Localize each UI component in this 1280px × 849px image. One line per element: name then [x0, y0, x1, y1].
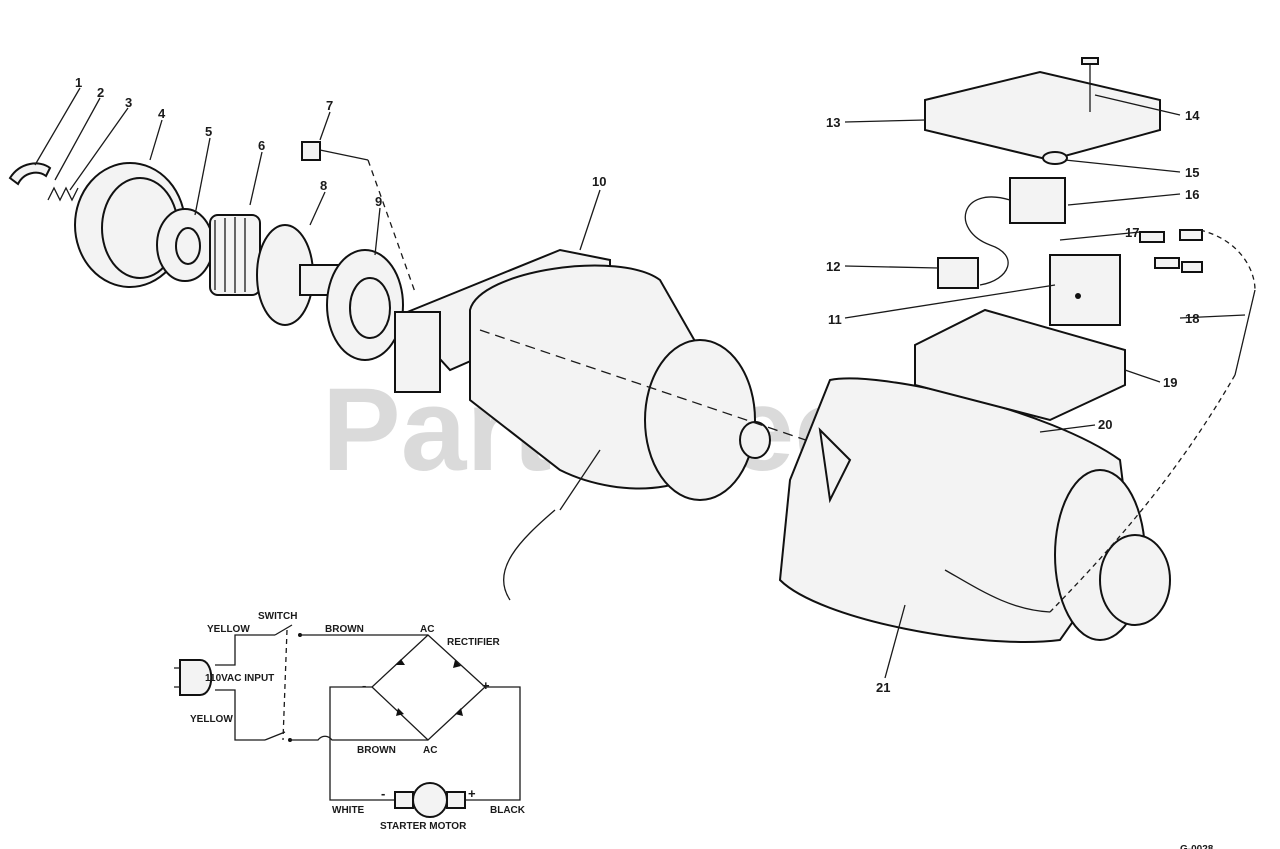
callout-13: 13 [826, 115, 840, 130]
label-rectifier-plus: + [482, 678, 490, 693]
callout-11: 11 [828, 312, 842, 327]
callout-12: 12 [826, 259, 840, 274]
label-black: BLACK [490, 805, 526, 816]
part-7-bolt[interactable] [301, 141, 416, 293]
callout-21: 21 [876, 680, 890, 695]
callout-6: 6 [258, 138, 265, 153]
callout-15: 15 [1185, 165, 1199, 180]
label-motor-minus: - [381, 786, 385, 801]
callout-10: 10 [592, 174, 606, 189]
callout-17: 17 [1125, 225, 1139, 240]
part-10-motor[interactable] [394, 248, 771, 601]
part-9-bearing[interactable] [326, 249, 404, 361]
callout-19: 19 [1163, 375, 1177, 390]
drawing-id: G-0028 [1180, 844, 1214, 849]
callout-numbers: 1 2 3 4 5 6 7 8 9 10 11 12 13 14 15 16 1… [75, 75, 1200, 695]
part-2-3-spring[interactable] [47, 186, 79, 202]
label-starter-motor: STARTER MOTOR [380, 821, 467, 832]
callout-2: 2 [97, 85, 104, 100]
label-switch: SWITCH [258, 611, 297, 622]
part-19-base[interactable] [914, 308, 1126, 422]
label-motor-plus: + [468, 786, 476, 801]
label-ac-bottom: AC [423, 745, 437, 756]
callout-7: 7 [326, 98, 333, 113]
callout-5: 5 [205, 124, 212, 139]
part-8-pinion[interactable] [256, 224, 341, 326]
callout-20: 20 [1098, 417, 1112, 432]
part-13-lid[interactable] [924, 70, 1161, 162]
label-rectifier: RECTIFIER [447, 637, 501, 648]
label-brown-bottom: BROWN [357, 745, 396, 756]
part-6-gear[interactable] [209, 214, 261, 296]
part-5-bearing[interactable] [156, 208, 214, 282]
label-rectifier-minus: - [362, 678, 366, 693]
callout-3: 3 [125, 95, 132, 110]
part-17-terminals[interactable] [1139, 229, 1203, 273]
callout-9: 9 [375, 194, 382, 209]
part-1-clip[interactable] [8, 162, 52, 186]
part-11-rectifier[interactable] [1049, 254, 1121, 326]
label-brown-top: BROWN [325, 624, 364, 635]
callout-18: 18 [1185, 311, 1199, 326]
label-yellow-bottom: YELLOW [190, 714, 233, 725]
part-16-relay[interactable] [964, 177, 1066, 286]
label-yellow-top: YELLOW [207, 624, 250, 635]
label-ac-top: AC [420, 624, 434, 635]
callout-1: 1 [75, 75, 82, 90]
label-110vac-input: 110VAC INPUT [205, 673, 274, 684]
label-white: WHITE [332, 805, 365, 816]
part-15-spring[interactable] [1042, 151, 1068, 165]
wiring-schematic: SWITCH YELLOW YELLOW 110VAC INPUT BROWN … [174, 611, 526, 832]
callout-leaders [34, 87, 1246, 679]
callout-14: 14 [1185, 108, 1200, 123]
callout-8: 8 [320, 178, 327, 193]
part-18-cord[interactable] [1049, 229, 1256, 613]
callout-16: 16 [1185, 187, 1199, 202]
part-14-screw[interactable] [1081, 57, 1099, 112]
callout-4: 4 [158, 106, 166, 121]
part-12-connector[interactable] [937, 257, 979, 289]
